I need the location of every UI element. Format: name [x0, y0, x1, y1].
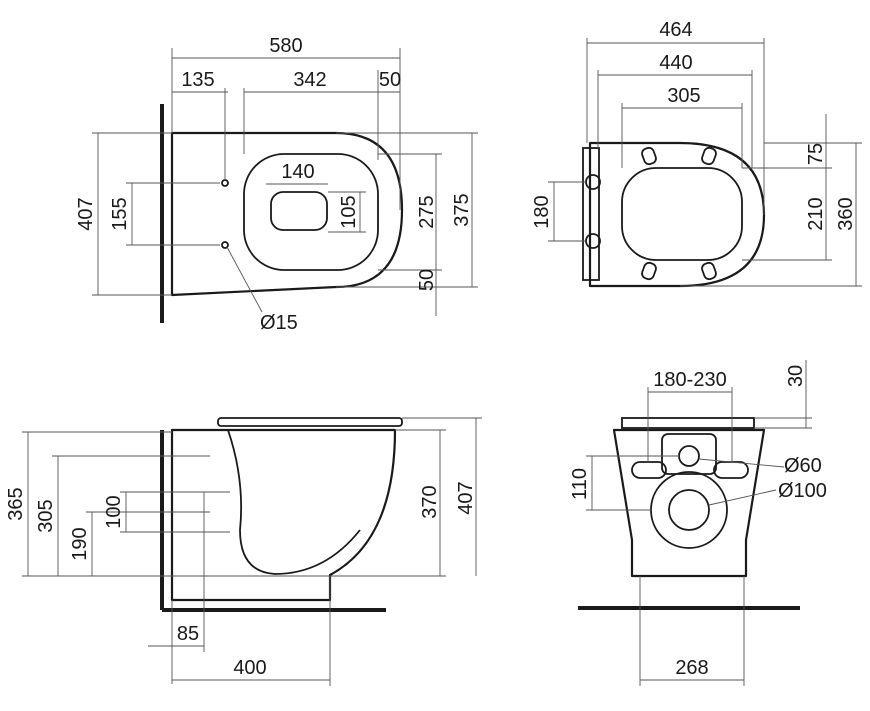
dim-label-275: 275	[416, 195, 438, 228]
dim-label-360: 360	[835, 197, 857, 230]
top-view: 580 135 342 50 140 407 155 105 275	[75, 35, 478, 334]
dim-label-85: 85	[177, 623, 199, 645]
dim-label-140: 140	[281, 161, 314, 183]
dim-label-135: 135	[181, 69, 214, 91]
dim-label-580: 580	[269, 35, 302, 57]
dim-label-190: 190	[69, 527, 91, 560]
dim-label-305-seat: 305	[667, 85, 700, 107]
right-bolt-slot	[713, 461, 749, 479]
seat-top-view: 464 440 305 180 75 210 360	[531, 19, 862, 288]
dim-label-400: 400	[233, 657, 266, 679]
dim-label-305-side: 305	[35, 499, 57, 532]
dim-label-105: 105	[338, 195, 360, 228]
seat-profile	[217, 417, 403, 427]
dim-label-268: 268	[675, 657, 708, 679]
dim-label-180-230: 180-230	[653, 369, 726, 391]
inlet-pipe	[678, 445, 700, 467]
bowl-outline	[170, 131, 404, 297]
outlet-opening	[270, 191, 328, 231]
hinge-top	[585, 174, 601, 190]
outlet-pipe	[668, 489, 710, 531]
dim-label-155: 155	[109, 197, 131, 230]
dim-label-440: 440	[659, 52, 692, 74]
dim-label-180: 180	[531, 195, 553, 228]
dim-label-100: 100	[103, 495, 125, 528]
dim-label-50-top: 50	[379, 69, 401, 91]
dim-label-d60: Ø60	[784, 455, 822, 477]
dim-label-110: 110	[569, 468, 591, 500]
hinge-bottom	[585, 233, 601, 249]
side-view: 365 305 190 100 370 407 85 400	[5, 417, 482, 686]
dim-label-d15: Ø15	[260, 312, 298, 334]
rear-bowl-outline	[612, 428, 766, 578]
bolt-hole-bottom	[221, 241, 229, 249]
dim-label-50-side: 50	[416, 269, 438, 291]
dim-label-365: 365	[5, 487, 27, 520]
dim-label-75: 75	[805, 143, 827, 165]
seat-hinge-plate	[582, 147, 600, 281]
dim-label-407-top: 407	[75, 197, 97, 230]
dim-label-210: 210	[805, 197, 827, 230]
dim-label-370: 370	[419, 485, 441, 518]
bolt-hole-top	[221, 179, 229, 187]
seat-opening	[621, 167, 743, 261]
dim-label-342: 342	[293, 69, 326, 91]
seat-outline	[588, 141, 766, 288]
side-bowl-outline	[170, 428, 397, 602]
rear-seat-profile	[621, 417, 755, 429]
dim-label-30: 30	[785, 365, 807, 387]
bowl-opening	[243, 153, 379, 271]
dim-label-407-side: 407	[455, 481, 477, 514]
dim-label-464: 464	[659, 19, 692, 41]
inlet-block	[661, 433, 717, 475]
left-bolt-slot	[631, 461, 667, 479]
dim-label-d100: Ø100	[778, 480, 827, 502]
rear-view: 180-230 30 110 Ø60 Ø100 268	[569, 360, 827, 686]
outlet-ring	[650, 471, 728, 549]
trap-curve	[227, 429, 361, 575]
dim-label-375: 375	[451, 193, 473, 226]
